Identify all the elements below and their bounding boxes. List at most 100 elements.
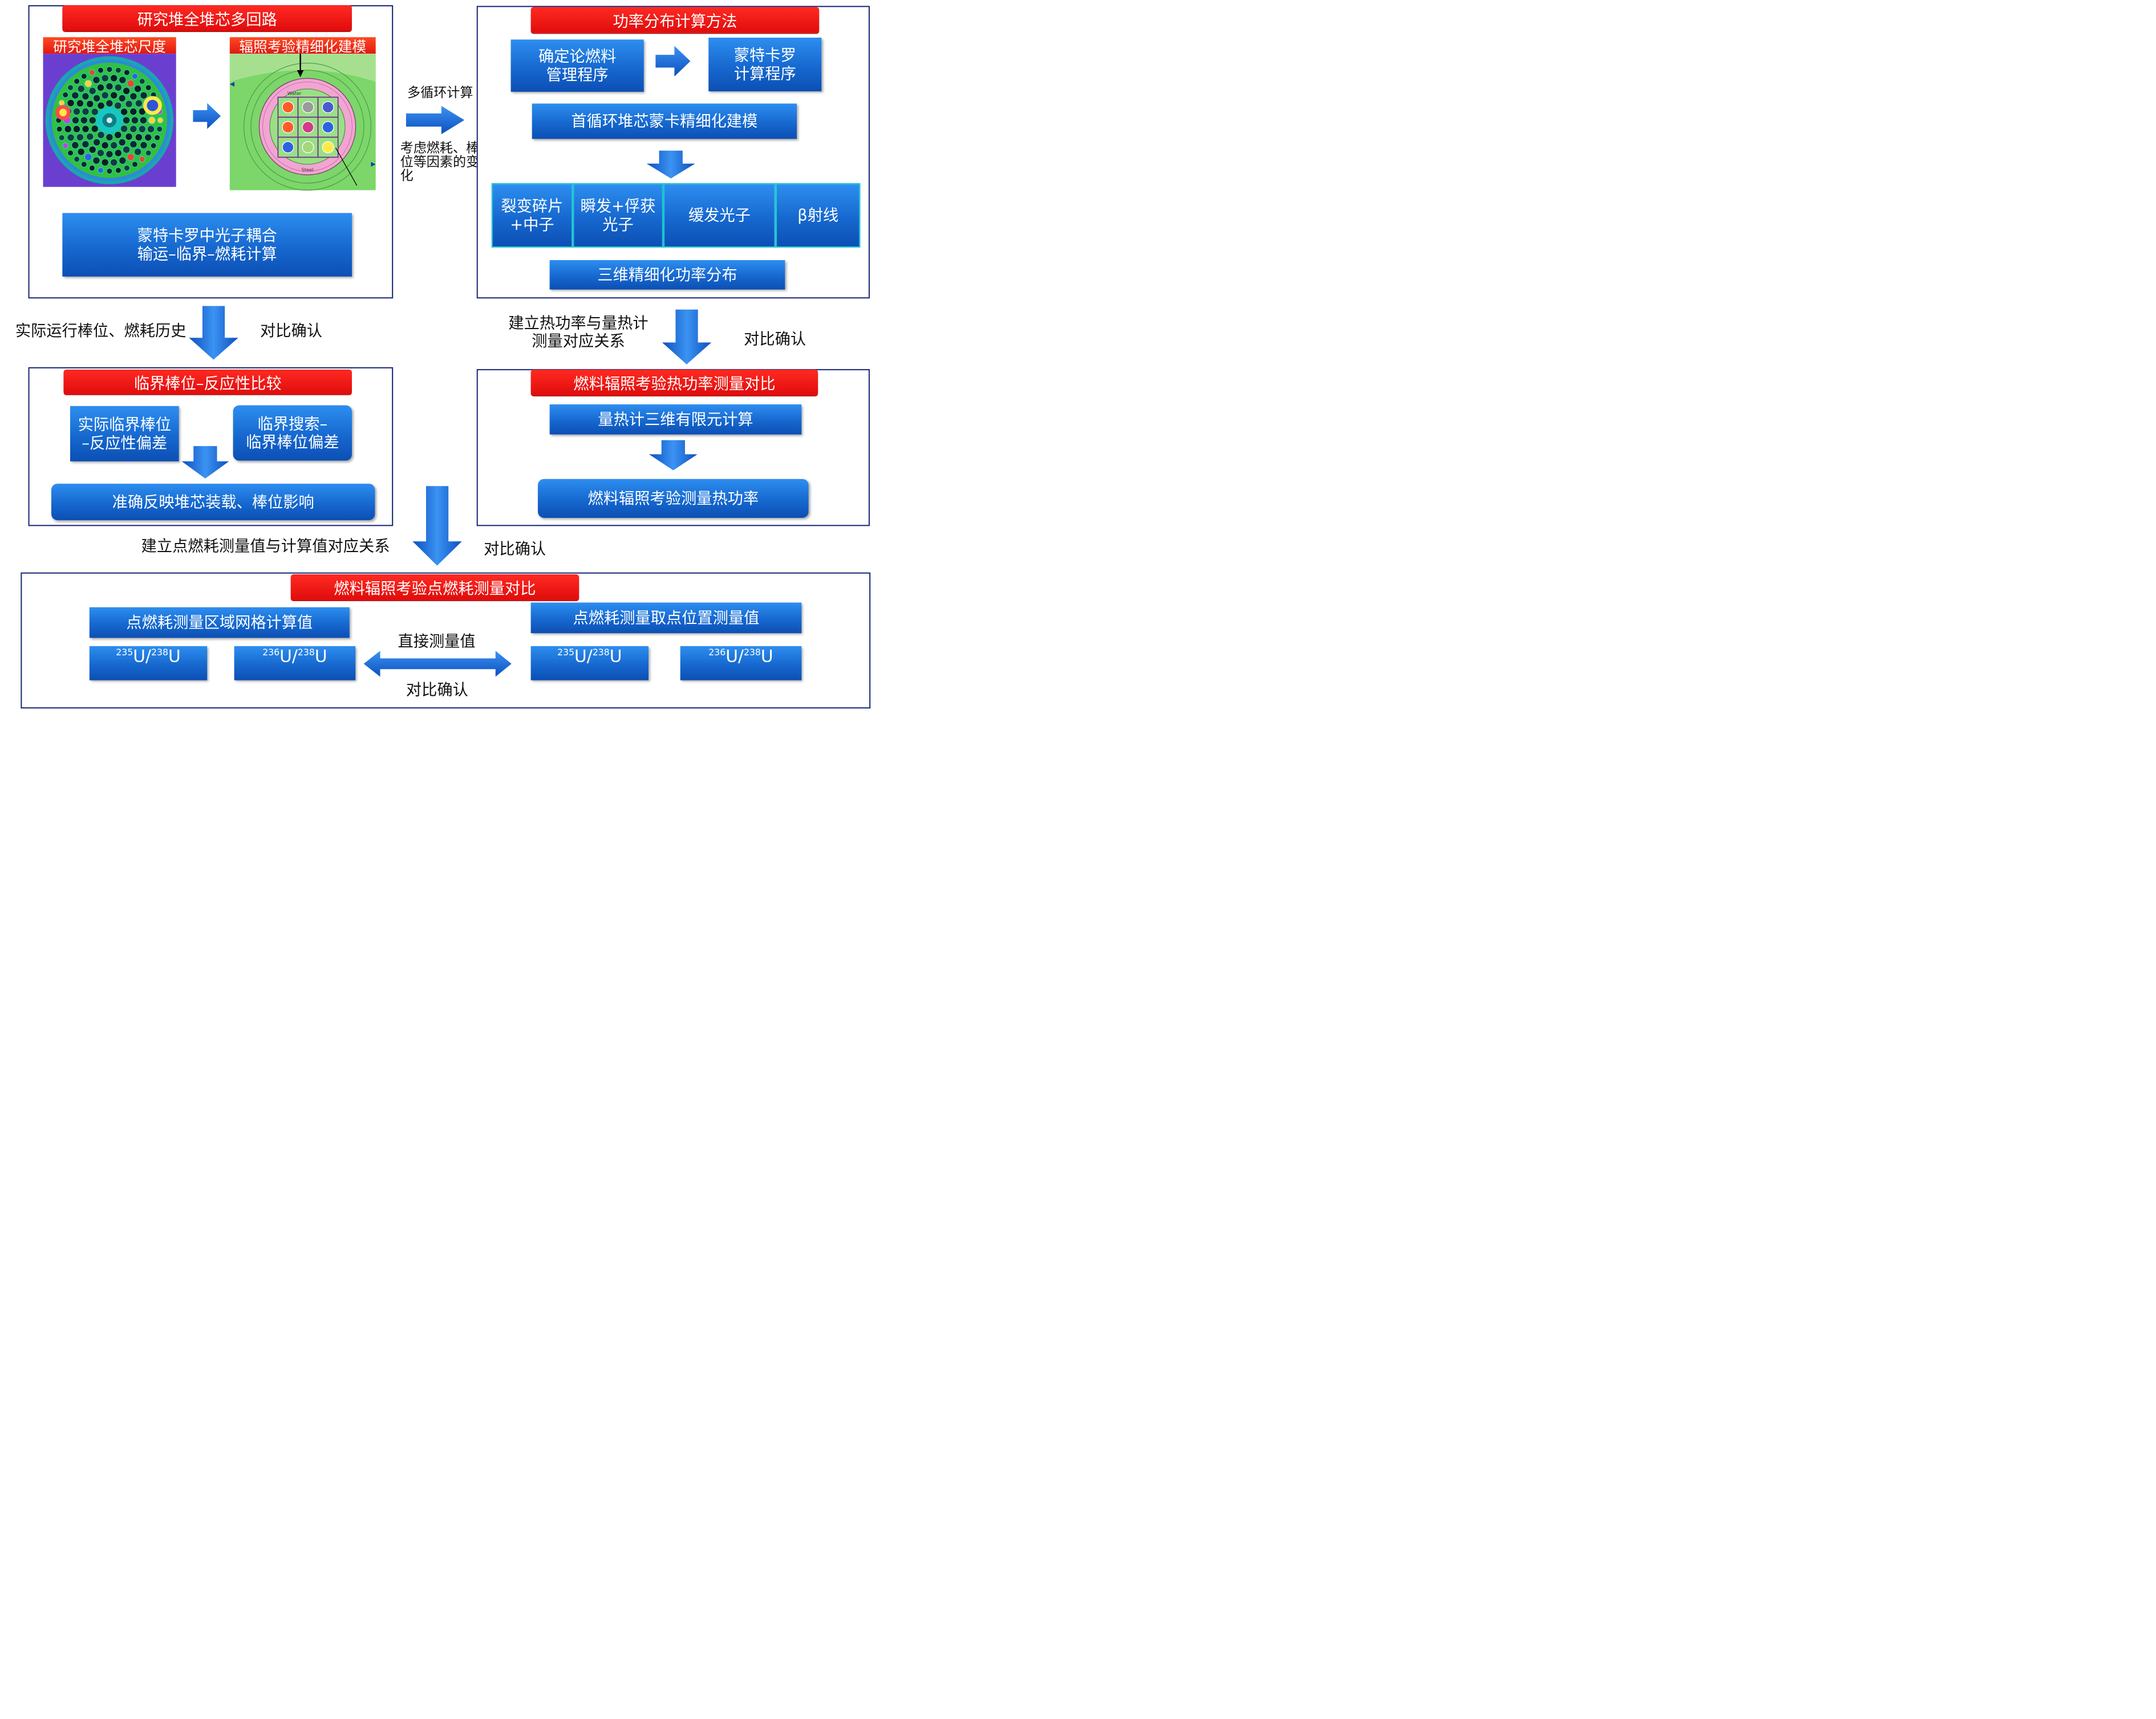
source-cell-prompt-capture-photons: 瞬发+俘获光子	[573, 183, 663, 248]
calorimeter-fem-box: 量热计三维有限元计算	[549, 404, 802, 435]
core-fuel-element	[62, 91, 69, 98]
core-fuel-element	[127, 79, 135, 88]
model-label-water: Water	[287, 90, 302, 96]
core-fuel-element	[129, 125, 137, 133]
core-fuel-element	[56, 126, 63, 132]
core-fuel-element	[114, 149, 122, 157]
down-arrow-thermal	[649, 440, 698, 471]
core-fuel-element	[88, 116, 96, 124]
core-fuel-element	[71, 91, 79, 99]
core-fuel-element	[115, 167, 121, 174]
down-arrow-bottom	[412, 486, 462, 566]
compare-confirm-bottom: 对比确认	[484, 540, 546, 558]
core-fuel-element	[132, 73, 138, 80]
core-fuel-element	[148, 116, 156, 124]
model-capsule	[322, 121, 334, 133]
cell2-line1: 瞬发+俘获	[580, 197, 656, 216]
core-fuel-element	[150, 143, 157, 149]
core-fuel-element	[101, 74, 109, 82]
diagram-stage: 研究堆全堆芯多回路 研究堆全堆芯尺度 辐照考验精细化建模 Water Steel…	[0, 0, 890, 710]
core-fuel-element	[123, 145, 131, 153]
thermal-relation-label: 建立热功率与量热计 测量对应关系	[508, 314, 648, 350]
core-fuel-element	[67, 84, 74, 91]
core-fuel-element	[147, 125, 155, 133]
core-fuel-element	[110, 141, 118, 149]
core-scale-label: 研究堆全堆芯尺度	[43, 37, 176, 55]
core-fuel-element	[86, 100, 94, 108]
down-arrow-critical	[181, 446, 229, 479]
core-fuel-element	[71, 141, 79, 149]
core-fuel-element	[115, 67, 121, 74]
core-fuel-element	[119, 76, 127, 84]
core-fuel-element	[58, 100, 65, 106]
down-arrow-left-1	[189, 306, 238, 360]
3d-power-distribution-box: 三维精细化功率分布	[549, 260, 785, 290]
mc-photon-coupled-box: 蒙特卡罗中光子耦合输运–临界–燃耗计算	[62, 213, 352, 277]
core-fuel-element	[91, 125, 99, 133]
core-fuel-element	[86, 132, 94, 141]
critical-search-box: 临界搜索–临界棒位偏差	[233, 405, 352, 461]
core-fuel-element	[144, 133, 152, 141]
consider-line1: 考虑燃耗、棒	[400, 140, 480, 156]
core-fuel-element	[77, 85, 85, 93]
core-fuel-element	[96, 83, 105, 92]
core-fuel-element	[135, 99, 143, 107]
core-fuel-element	[101, 141, 109, 149]
sampling-measured-value-header: 点燃耗测量取点位置测量值	[530, 602, 802, 634]
core-fuel-element	[92, 156, 100, 165]
thermal-relation-line1: 建立热功率与量热计	[508, 314, 649, 333]
det-line2: 管理程序	[546, 66, 609, 84]
model-capsule	[322, 101, 334, 113]
core-fuel-element	[106, 133, 114, 141]
mc-code-line2: 计算程序	[733, 64, 796, 83]
core-fuel-element	[106, 66, 113, 73]
core-fuel-element	[114, 83, 122, 92]
core-fuel-element	[62, 143, 69, 149]
core-fuel-element	[67, 149, 74, 156]
core-fuel-element	[96, 149, 105, 157]
model-grid-cell	[317, 116, 339, 138]
core-fuel-element	[106, 168, 113, 175]
model-capsule	[302, 141, 314, 153]
core-fuel-element	[93, 138, 101, 147]
core-fuel-element	[80, 161, 87, 168]
core-fuel-element	[76, 133, 84, 141]
core-fuel-element	[131, 116, 139, 124]
core-fuel-element	[120, 108, 128, 116]
double-headed-compare-arrow	[363, 651, 512, 677]
core-fuel-element	[118, 138, 126, 147]
model-to-sources-arrow	[646, 151, 695, 179]
panel-critical-rod-title: 临界棒位–反应性比较	[63, 369, 352, 395]
panel-power-distribution-title: 功率分布计算方法	[530, 7, 820, 33]
core-fuel-element	[129, 92, 137, 100]
core-fuel-element	[84, 79, 92, 88]
core-fuel-element	[101, 159, 109, 167]
core-fuel-element	[101, 91, 109, 99]
core-fuel-element	[58, 135, 65, 141]
core-fuel-element	[140, 141, 148, 149]
core-fuel-element	[125, 100, 133, 108]
model-label-steel: Steel	[302, 167, 314, 172]
direct-measured-label: 直接测量值	[398, 632, 476, 651]
consider-line2: 位等因素的变	[400, 154, 480, 170]
cell1-line2: +中子	[510, 215, 554, 234]
core-fuel-element	[133, 148, 142, 156]
model-capsule	[282, 121, 294, 133]
measured-thermal-power-box: 燃料辐照考验测量热功率	[538, 479, 809, 518]
actual-critical-rod-box: 实际临界棒位–反应性偏差	[70, 406, 179, 461]
core-fuel-element	[138, 125, 146, 133]
core-fuel-element	[145, 84, 152, 91]
core-fuel-element	[129, 140, 137, 148]
compare-confirm-right-1: 对比确认	[744, 330, 807, 348]
mc-code-line1: 蒙特卡罗	[733, 46, 796, 64]
det-to-mc-arrow	[655, 46, 691, 77]
core-cross-section-image	[43, 54, 176, 187]
core-fuel-element	[72, 107, 81, 116]
core-fuel-element	[76, 99, 84, 107]
core-fuel-element	[154, 135, 161, 141]
core-fuel-element	[97, 102, 105, 110]
